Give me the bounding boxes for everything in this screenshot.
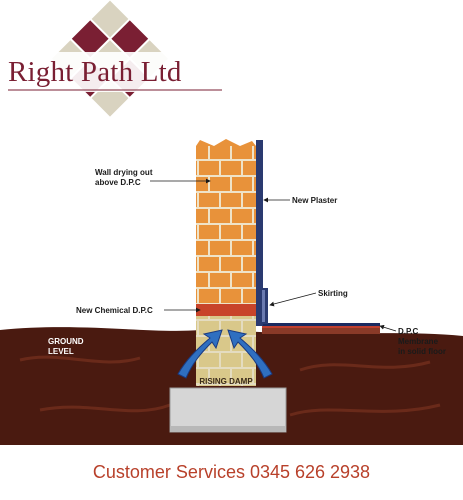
footing-shadow: [170, 426, 286, 432]
customer-services-contact: Customer Services 0345 626 2938: [92, 462, 371, 482]
floor-membrane-top: [262, 323, 380, 326]
ground-soil-texture: [19, 355, 441, 417]
chemical-dpc-band: [196, 304, 256, 316]
wall-drying-label-1: Wall drying out: [95, 168, 153, 177]
skirting-label: Skirting: [318, 289, 348, 298]
new-plaster-label: New Plaster: [292, 196, 337, 205]
floor-membrane-red: [262, 326, 380, 328]
logo-tile: [111, 20, 149, 58]
wall-drying-label-2: above D.P.C: [95, 178, 141, 187]
company-logo: [0, 0, 230, 117]
skirting-highlight: [262, 290, 265, 322]
dpc-membrane-label-1: D.P.C: [398, 327, 419, 336]
new-chemical-dpc-label: New Chemical D.P.C: [76, 306, 153, 315]
floor-slab: [262, 328, 380, 334]
new-plaster: [256, 140, 263, 326]
ground-level-label-1: GROUND: [48, 337, 84, 346]
brick-wall: [196, 146, 256, 304]
ground-level-label-2: LEVEL: [48, 347, 74, 356]
ground-soil: [0, 327, 463, 445]
dpc-membrane-label-2: Membrane: [398, 337, 439, 346]
foundation-footing: [169, 387, 287, 433]
rising-damp-arrow-right: [227, 329, 273, 379]
skirting-leader: [269, 292, 317, 307]
logo-band: [0, 52, 230, 92]
dpc-membrane-leader: [379, 324, 397, 332]
logo-tile: [71, 20, 109, 58]
wall-top-edge: [196, 139, 256, 146]
dpc-membrane-label-3: in solid floor: [398, 347, 446, 356]
rising-damp-arrow-left: [177, 329, 223, 379]
brand-name: Right Path Ltd: [8, 56, 182, 88]
rising-damp-label: RISING DAMP: [199, 377, 253, 386]
